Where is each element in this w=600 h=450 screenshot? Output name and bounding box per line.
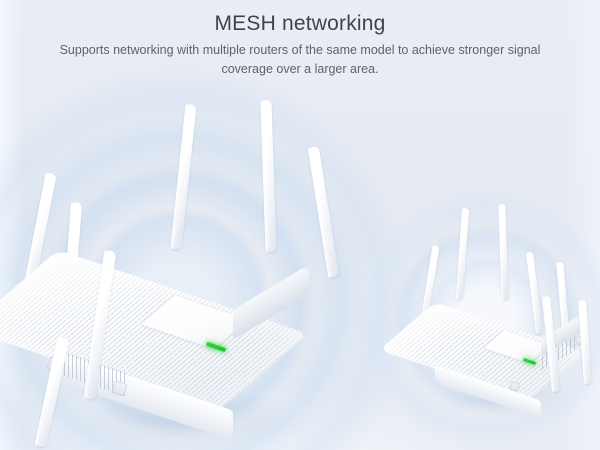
header-text-block: MESH networking Supports networking with… xyxy=(0,0,600,79)
antenna-icon xyxy=(455,207,470,301)
page-subtitle: Supports networking with multiple router… xyxy=(59,43,541,76)
antenna-icon xyxy=(498,203,509,301)
router-body xyxy=(379,296,599,419)
page-title: MESH networking xyxy=(214,12,386,35)
